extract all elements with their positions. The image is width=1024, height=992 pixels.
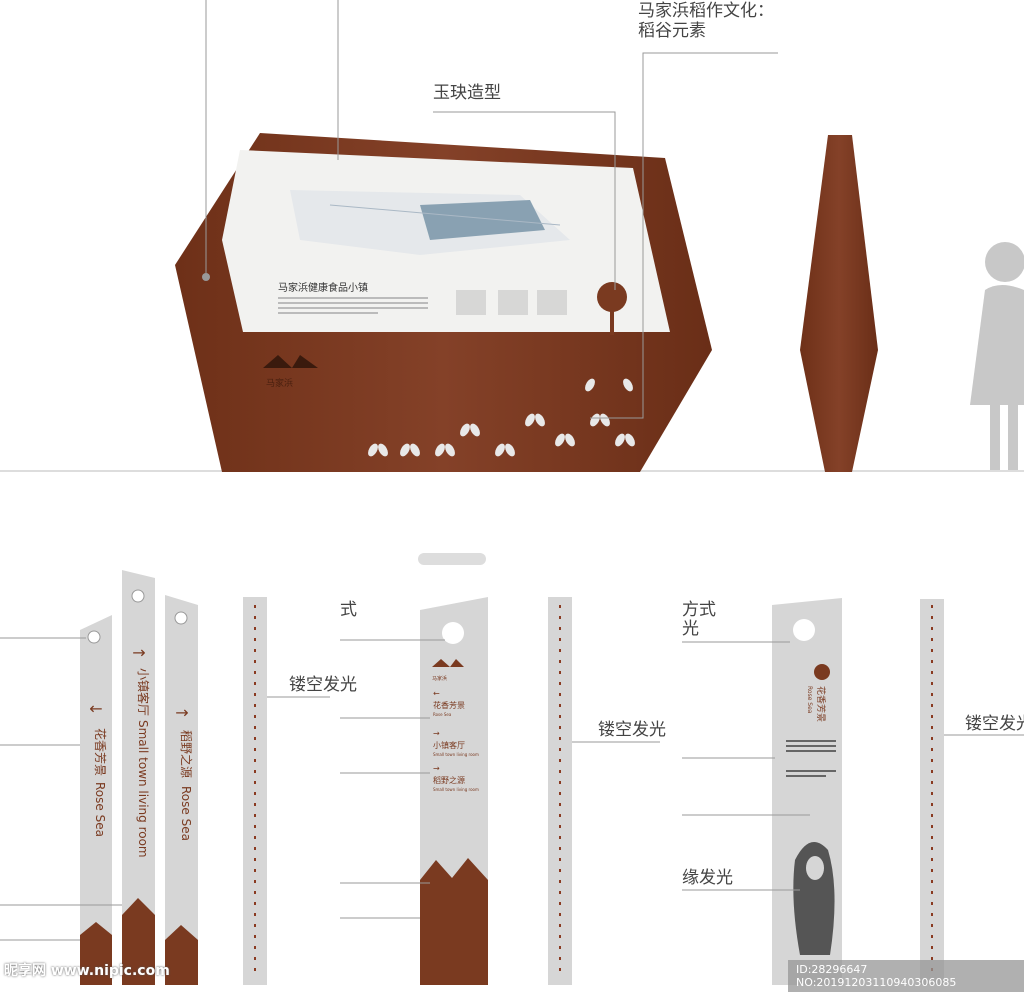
svg-text:小镇客厅: 小镇客厅 (433, 740, 465, 750)
jade-ring-icon (597, 282, 627, 312)
post-rice-field (165, 595, 198, 985)
post1-cn: 花香芳景 (93, 728, 108, 776)
label-partial-1: 式 (340, 600, 357, 620)
post3-cn: 稻野之源 (179, 730, 193, 778)
label-hollow-light-1: 镂空发光 (289, 675, 357, 695)
label-hollow-light-3: 镂空发光 (965, 714, 1024, 734)
post3-en: Rose Sea (179, 786, 193, 841)
site-plan-sketch (290, 190, 570, 255)
label-partial-2b: 光 (682, 619, 699, 639)
logo-text: 马家浜 (266, 377, 293, 389)
mid-logo-text: 马家浜 (432, 675, 447, 682)
svg-text:Rose Sea: Rose Sea (433, 712, 452, 717)
watermark-site: 昵享网 www.nipic.com (4, 963, 170, 979)
rose-post (772, 598, 842, 985)
rose-en: Rose Sea (806, 686, 813, 714)
post-rose-sea (80, 615, 112, 985)
callout-culture-2: 稻谷元素 (638, 21, 706, 41)
child-silhouette (970, 242, 1024, 470)
rice-leaf-cutouts (368, 378, 635, 457)
mid-item-cn: 花香芳景 (433, 700, 465, 710)
svg-text:Small town living room: Small town living room (433, 752, 479, 757)
panel-title: 马家浜健康食品小镇 (278, 281, 368, 294)
label-partial-2a: 方式 (682, 600, 716, 620)
watermark-id: ID:28296647 NO:20191203110940306085 (788, 960, 1024, 992)
post2-en: Small town living room (136, 720, 150, 858)
rose-cn: 花香芳景 (815, 686, 827, 722)
label-hollow-light-2: 镂空发光 (598, 720, 666, 740)
post2-cn: 小镇客厅 (136, 668, 151, 716)
callout-shape: 玉玦造型 (433, 83, 501, 103)
main-sign: 马家浜健康食品小镇 马家浜 (175, 133, 712, 472)
svg-text:Small town living room: Small town living room (433, 787, 479, 792)
leaf-pattern (254, 605, 933, 975)
svg-text:稻野之源: 稻野之源 (433, 775, 465, 785)
logo-icon (263, 355, 318, 368)
rose-icon (814, 664, 830, 680)
post1-en: Rose Sea (93, 782, 107, 837)
sign-side-view (800, 135, 878, 472)
label-partial-3: 缘发光 (682, 868, 733, 888)
figure-silhouette (793, 842, 835, 955)
svg-text:→: → (433, 764, 440, 773)
callout-culture-1: 马家浜稻作文化： (638, 1, 774, 21)
arrow-right-icon: → (132, 643, 145, 662)
directory-post (420, 597, 488, 985)
arrow-left-icon: ← (89, 699, 102, 718)
svg-text:←: ← (433, 689, 440, 698)
svg-text:→: → (433, 729, 440, 738)
post-living-room (122, 570, 155, 985)
arrow-right-icon: → (175, 703, 188, 722)
